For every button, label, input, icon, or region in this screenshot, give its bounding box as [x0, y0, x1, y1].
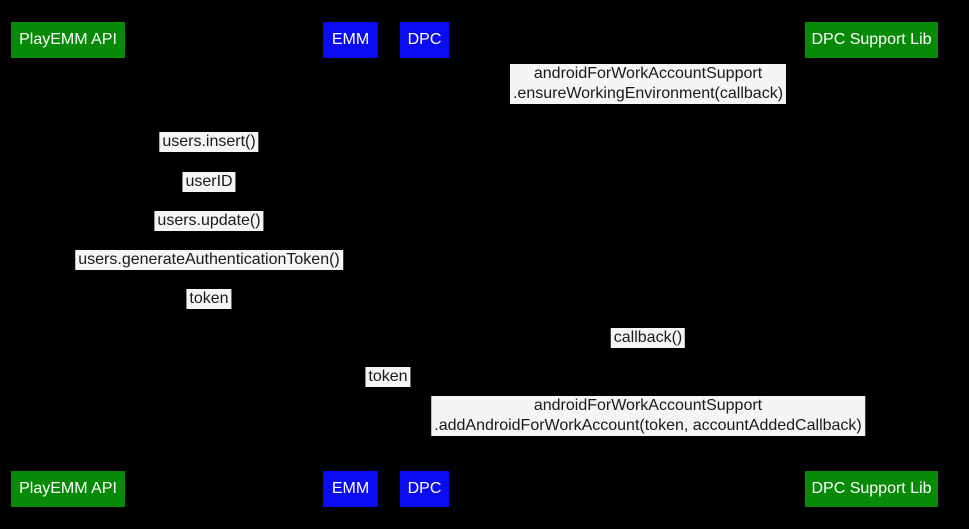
participant-playemm-api-top: PlayEMM API — [11, 22, 125, 58]
message-add-android-for-work-account: androidForWorkAccountSupport .addAndroid… — [431, 396, 865, 436]
participant-emm-bottom: EMM — [323, 471, 378, 507]
message-userid-return: userID — [182, 172, 236, 192]
participant-dpc-support-lib-top: DPC Support Lib — [805, 22, 938, 58]
message-token-return: token — [186, 289, 232, 309]
participant-emm-top: EMM — [323, 22, 378, 58]
participant-playemm-api-bottom: PlayEMM API — [11, 471, 125, 507]
message-users-insert: users.insert() — [159, 132, 259, 152]
message-users-update: users.update() — [154, 211, 264, 231]
message-callback: callback() — [610, 328, 686, 348]
message-ensure-working-environment: androidForWorkAccountSupport .ensureWork… — [509, 64, 787, 104]
message-users-generate-authentication-token: users.generateAuthenticationToken() — [75, 250, 343, 270]
message-token-forward: token — [365, 367, 411, 387]
participant-dpc-support-lib-bottom: DPC Support Lib — [805, 471, 938, 507]
participant-dpc-top: DPC — [400, 22, 449, 58]
participant-dpc-bottom: DPC — [400, 471, 449, 507]
